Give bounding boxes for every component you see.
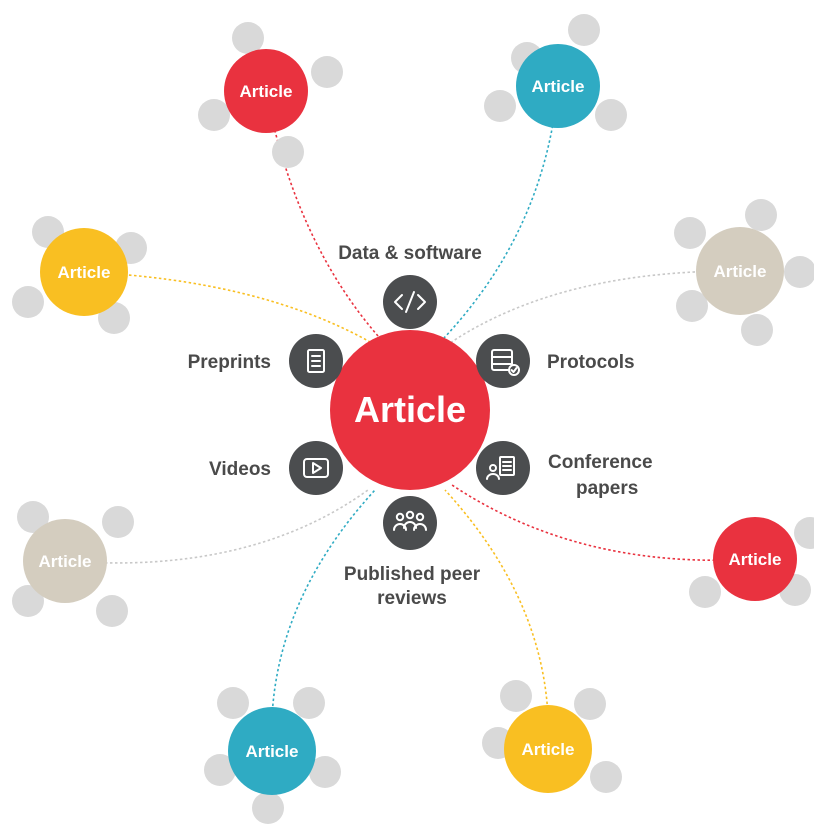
outer-article-circle [504, 705, 592, 793]
videos-label: Videos [209, 459, 271, 480]
conference-papers-label-line2: papers [576, 478, 638, 499]
peer-reviews-label-line1: Published peer [344, 564, 481, 585]
outer-article-circle [228, 707, 316, 795]
satellite-circle [568, 14, 600, 46]
presenter-icon [486, 456, 515, 480]
satellite-circle [590, 761, 622, 793]
satellite-circle [217, 687, 249, 719]
satellite-circle [293, 687, 325, 719]
connector-line [449, 270, 741, 344]
outer-article-circle [224, 49, 308, 133]
component-peer-reviews: Published peer reviews [344, 496, 481, 609]
satellite-circle [204, 754, 236, 786]
preprints-label: Preprints [188, 352, 271, 373]
outer-article-circle [23, 519, 107, 603]
outer-article-node: Article [484, 14, 627, 131]
play-icon [303, 458, 329, 478]
outer-article-node: Article [12, 216, 147, 334]
satellite-circle [500, 680, 532, 712]
satellite-circle [232, 22, 264, 54]
database-check-icon [491, 349, 520, 376]
outer-article-label: Article [39, 552, 92, 571]
outer-article-label: Article [240, 82, 293, 101]
satellite-circle [102, 506, 134, 538]
document-icon [307, 349, 325, 373]
outer-article-circle [516, 44, 600, 128]
protocols-icon-bg [476, 334, 530, 388]
outer-article-node: Article [482, 680, 622, 793]
satellite-circle [484, 90, 516, 122]
satellite-circle [784, 256, 814, 288]
connector-line [83, 271, 373, 344]
center-article-circle [330, 330, 490, 490]
outer-article-node: Article [204, 687, 341, 824]
satellite-circle [794, 517, 814, 549]
conference-papers-icon-bg [476, 441, 530, 495]
outer-article-circle [696, 227, 784, 315]
component-videos: Videos [209, 441, 343, 495]
satellite-circle [309, 756, 341, 788]
videos-icon-bg [289, 441, 343, 495]
satellite-circle [252, 792, 284, 824]
satellite-circle [272, 136, 304, 168]
satellite-circle [741, 314, 773, 346]
outer-article-label: Article [714, 262, 767, 281]
satellite-circle [595, 99, 627, 131]
satellite-circle [745, 199, 777, 231]
center-article-label: Article [354, 389, 466, 430]
outer-article-node: Article [689, 517, 814, 608]
component-protocols: Protocols [476, 334, 635, 388]
satellite-circle [674, 217, 706, 249]
code-icon [394, 291, 426, 313]
outer-article-circle [713, 517, 797, 601]
outer-article-circle [40, 228, 128, 316]
satellite-circle [689, 576, 721, 608]
outer-article-label: Article [522, 740, 575, 759]
satellite-circle [198, 99, 230, 131]
outer-article-node: Article [198, 22, 343, 168]
component-preprints: Preprints [188, 334, 343, 388]
satellite-circle [574, 688, 606, 720]
data-software-label: Data & software [338, 243, 482, 264]
satellite-circle [96, 595, 128, 627]
component-data-software: Data & software [338, 243, 482, 329]
satellite-circle [311, 56, 343, 88]
outer-article-label: Article [532, 77, 585, 96]
outer-article-label: Article [729, 550, 782, 569]
outer-article-label: Article [246, 742, 299, 761]
article-components: Data & software Preprints Protoco [188, 243, 653, 609]
people-icon [393, 510, 427, 531]
satellite-circle [676, 290, 708, 322]
protocols-label: Protocols [547, 352, 635, 373]
connector-line [64, 489, 369, 564]
satellite-circle [12, 585, 44, 617]
outer-article-node: Article [674, 199, 814, 346]
center-article-node: Article [330, 330, 490, 490]
satellite-circle [17, 501, 49, 533]
outer-article-node: Article [12, 501, 134, 627]
conference-papers-label-line1: Conference [548, 452, 653, 473]
component-conference-papers: Conference papers [476, 441, 653, 499]
peer-reviews-label-line2: reviews [377, 588, 447, 609]
outer-article-label: Article [58, 263, 111, 282]
satellite-circle [12, 286, 44, 318]
